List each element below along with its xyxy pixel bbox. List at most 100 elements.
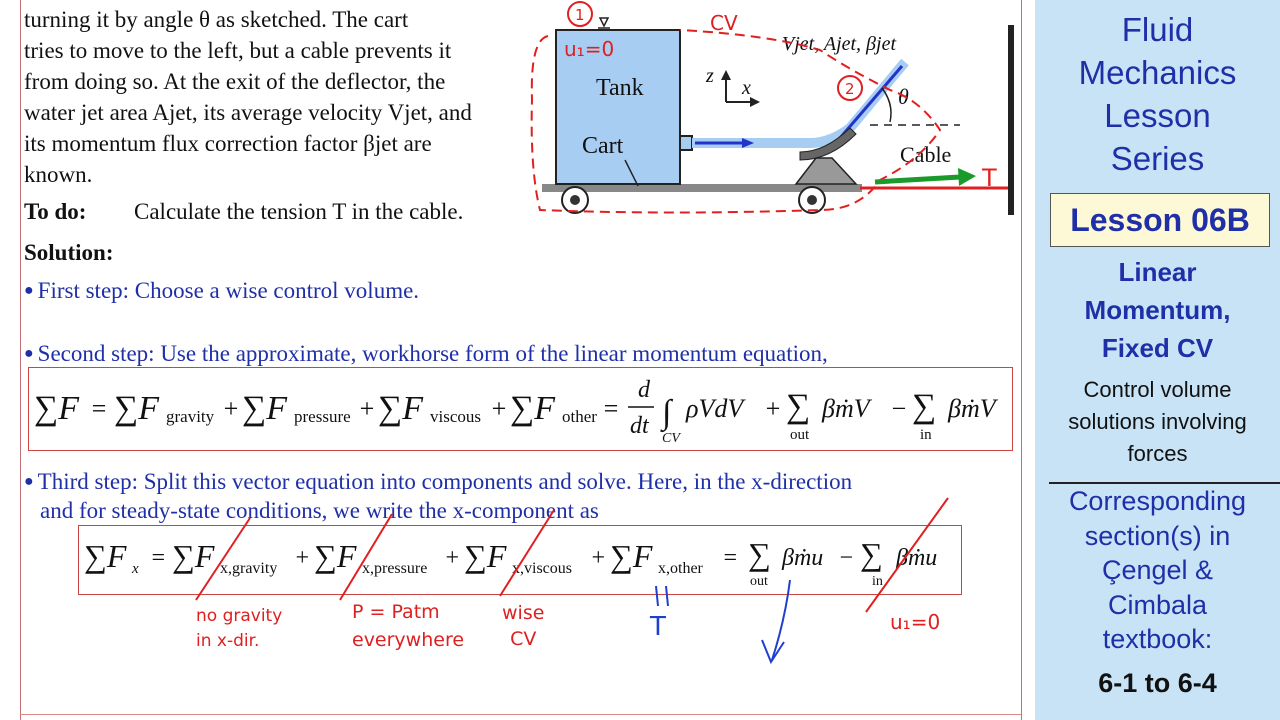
pressure-note: P = Patm everywhere: [352, 598, 464, 654]
eq1-flux-out: βṁV: [821, 394, 873, 423]
topic-line: Linear: [1118, 257, 1197, 287]
corr-line: section(s) in: [1084, 520, 1231, 551]
eq1-viscous-term: ∑F: [378, 390, 424, 427]
hand-annotations: [195, 497, 949, 665]
svg-text:+: +: [222, 394, 240, 423]
eq2-sum-out-sub: out: [750, 574, 768, 589]
eq1-integral-sub: CV: [662, 431, 681, 446]
eq1-integrand: ρVdV: [685, 394, 746, 423]
corr-line: Corresponding: [1068, 486, 1247, 516]
bullet-icon: ●: [24, 345, 34, 362]
problem-statement: turning it by angle θ as sketched. The c…: [24, 4, 524, 190]
series-line: Lesson: [1104, 97, 1211, 134]
todo-line: To do: Calculate the tension T in the cab…: [24, 199, 463, 225]
todo-label: To do:: [24, 199, 87, 224]
svg-text:+: +: [590, 545, 606, 571]
series-title: Fluid Mechanics Lesson Series: [1035, 8, 1280, 180]
nozzle: [679, 135, 693, 151]
eq2-viscous-term: ∑F: [464, 538, 507, 574]
svg-text:+: +: [764, 394, 782, 423]
strike-in-term: [865, 497, 949, 613]
step-three-text-1: Third step: Split this vector equation i…: [37, 469, 853, 494]
gravity-note: no gravity in x-dir.: [196, 604, 282, 654]
cart-label: Cart: [582, 133, 624, 159]
eq2-sum-in: ∑: [860, 536, 883, 572]
problem-line: from doing so. At the exit of the deflec…: [24, 69, 446, 94]
left-margin-line: [20, 0, 21, 720]
svg-text:=: =: [150, 545, 166, 571]
problem-line: known.: [24, 162, 93, 187]
momentum-equation-box: [28, 367, 1013, 451]
topic-line: Momentum,: [1084, 295, 1231, 325]
strike-gravity: [195, 517, 251, 601]
sidebar-divider: [1049, 482, 1280, 484]
eq1-other-term: ∑F: [510, 390, 556, 427]
problem-line: its momentum flux correction factor βjet…: [24, 131, 432, 156]
desc-line: solutions involving: [1068, 409, 1247, 434]
problem-line: turning it by angle θ as sketched. The c…: [24, 7, 409, 32]
series-line: Fluid: [1121, 11, 1194, 48]
eq2-lhs-sub: x: [131, 561, 139, 577]
lesson-number-badge: Lesson 06B: [1050, 193, 1270, 247]
eq2-viscous-sub: x,viscous: [512, 560, 572, 577]
problem-line: tries to move to the left, but a cable p…: [24, 38, 452, 63]
tension-arrow: [874, 174, 961, 185]
eq2-pressure-term: ∑F: [314, 538, 357, 574]
momentum-equation: ∑F = ∑F gravity + ∑F pressure + ∑F visco…: [34, 377, 999, 446]
point-one-label: 1: [575, 6, 585, 24]
eq1-integral: ∫: [660, 394, 674, 433]
u1-note: u₁=0: [564, 37, 614, 61]
deflector: [799, 127, 857, 161]
point-two-label: 2: [845, 80, 855, 98]
svg-text:=: =: [602, 394, 620, 423]
gravity-note-line1: no gravity: [196, 606, 283, 626]
svg-text:−: −: [890, 394, 908, 423]
eq2-lhs: ∑F: [84, 538, 127, 574]
eq1-sum-out-sub: out: [790, 427, 810, 443]
todo-text: Calculate the tension T in the cable.: [134, 199, 464, 224]
svg-text:−: −: [838, 545, 854, 571]
lesson-sidebar: Fluid Mechanics Lesson Series Lesson 06B…: [1035, 0, 1280, 720]
x-component-equation: ∑F x = ∑F x,gravity + ∑F x,pressure + ∑F…: [84, 536, 937, 589]
eq2-other-term: ∑F: [610, 538, 653, 574]
eq2-other-sub: x,other: [658, 560, 704, 577]
step-three-text-2: and for steady-state conditions, we writ…: [40, 498, 599, 523]
solution-label: Solution:: [24, 240, 114, 265]
step-two-text: Second step: Use the approximate, workho…: [37, 341, 828, 366]
step-three: ●Third step: Split this vector equation …: [24, 467, 852, 525]
corr-line: Çengel &: [1101, 555, 1214, 585]
eq1-lhs: ∑F: [34, 390, 80, 427]
gravity-note-line2: in x-dir.: [196, 631, 260, 651]
other-note: T: [650, 612, 666, 642]
eq2-gravity-term: ∑F: [172, 538, 215, 574]
eq1-sum-in: ∑: [912, 388, 936, 425]
textbook-sections: 6-1 to 6-4: [1098, 668, 1217, 698]
strike-viscous: [499, 509, 555, 597]
eq1-gravity-sub: gravity: [166, 407, 215, 426]
svg-text:+: +: [490, 394, 508, 423]
svg-text:+: +: [358, 394, 376, 423]
desc-line: forces: [1127, 441, 1188, 466]
lesson-topic: Linear Momentum, Fixed CV: [1035, 253, 1280, 367]
svg-text:+: +: [294, 545, 310, 571]
eq2-flux-out: βṁu: [781, 545, 823, 571]
eq2-sum-in-sub: in: [872, 574, 883, 589]
pressure-note-line2: everywhere: [352, 629, 465, 651]
eq1-pressure-term: ∑F: [242, 390, 288, 427]
tension-label: T: [981, 164, 997, 192]
equals-mark-right: [665, 585, 669, 607]
desc-line: Control volume: [1083, 377, 1232, 402]
x-component-equation-box: [78, 525, 962, 595]
lecture-slide: turning it by angle θ as sketched. The c…: [20, 0, 1022, 720]
eq1-gravity-term: ∑F: [114, 390, 160, 427]
control-volume-outline: [530, 29, 942, 214]
point-one-marker: [567, 1, 593, 27]
viscous-note: wise CV: [502, 600, 544, 652]
bullet-icon: ●: [24, 473, 34, 490]
zero-arrow-head: [761, 639, 785, 665]
viscous-note-line1: wise: [502, 602, 545, 624]
tank-label: Tank: [596, 75, 644, 101]
eq1-viscous-sub: viscous: [430, 407, 481, 426]
point-two-marker: [837, 75, 863, 101]
tank: [555, 29, 681, 185]
